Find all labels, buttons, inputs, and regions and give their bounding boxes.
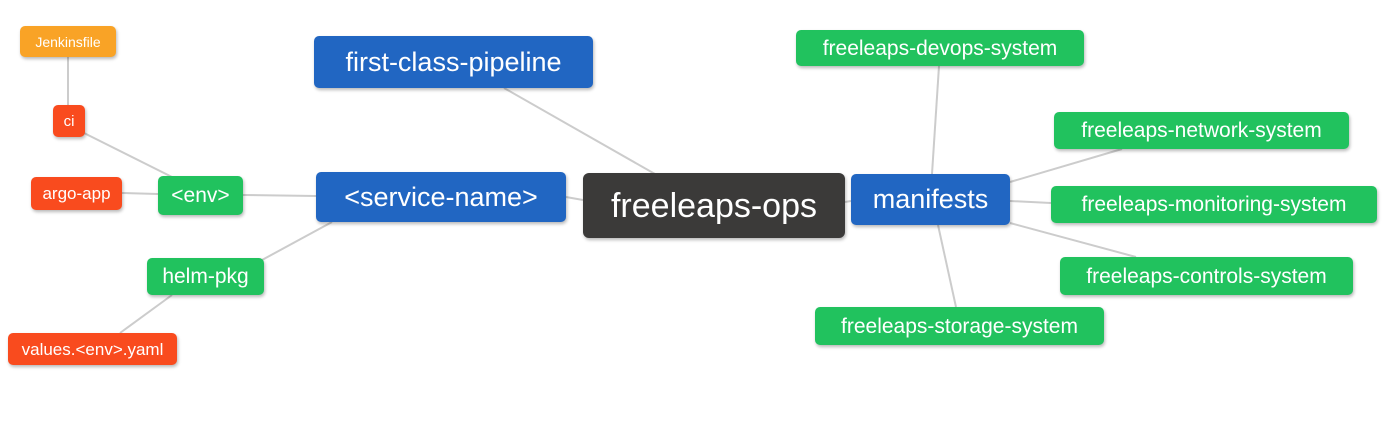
edge-manifests-to-freeleaps-controls-system — [1009, 222, 1137, 258]
node-freeleaps-ops[interactable]: freeleaps-ops — [583, 173, 845, 238]
edge-manifests-to-freeleaps-storage-system — [937, 224, 957, 308]
edge-manifests-to-freeleaps-monitoring-system — [1009, 200, 1052, 204]
node-freeleaps-monitoring-system[interactable]: freeleaps-monitoring-system — [1051, 186, 1377, 223]
node-freeleaps-network-system[interactable]: freeleaps-network-system — [1054, 112, 1349, 149]
edge-first-class-pipeline-to-freeleaps-ops — [503, 87, 656, 175]
node-freeleaps-storage-system[interactable]: freeleaps-storage-system — [815, 307, 1104, 345]
node-helm-pkg[interactable]: helm-pkg — [147, 258, 264, 295]
node-ci[interactable]: ci — [53, 105, 85, 137]
edge-ci-to-env — [83, 132, 177, 180]
edge-service-name-to-helm-pkg — [261, 221, 333, 261]
edge-env-to-service-name — [242, 194, 317, 197]
node-env[interactable]: <env> — [158, 176, 243, 215]
node-jenkinsfile[interactable]: Jenkinsfile — [20, 26, 116, 57]
node-first-class-pipeline[interactable]: first-class-pipeline — [314, 36, 593, 88]
edge-manifests-to-freeleaps-devops-system — [931, 65, 940, 175]
node-manifests[interactable]: manifests — [851, 174, 1010, 225]
edge-manifests-to-freeleaps-network-system — [1009, 148, 1123, 183]
node-service-name[interactable]: <service-name> — [316, 172, 566, 222]
edge-service-name-to-freeleaps-ops — [565, 196, 584, 201]
node-freeleaps-controls-system[interactable]: freeleaps-controls-system — [1060, 257, 1353, 295]
edge-argo-app-to-env — [121, 192, 159, 195]
node-freeleaps-devops-system[interactable]: freeleaps-devops-system — [796, 30, 1084, 66]
node-values-env-yaml[interactable]: values.<env>.yaml — [8, 333, 177, 365]
edge-helm-pkg-to-values-env-yaml — [119, 294, 173, 334]
node-argo-app[interactable]: argo-app — [31, 177, 122, 210]
